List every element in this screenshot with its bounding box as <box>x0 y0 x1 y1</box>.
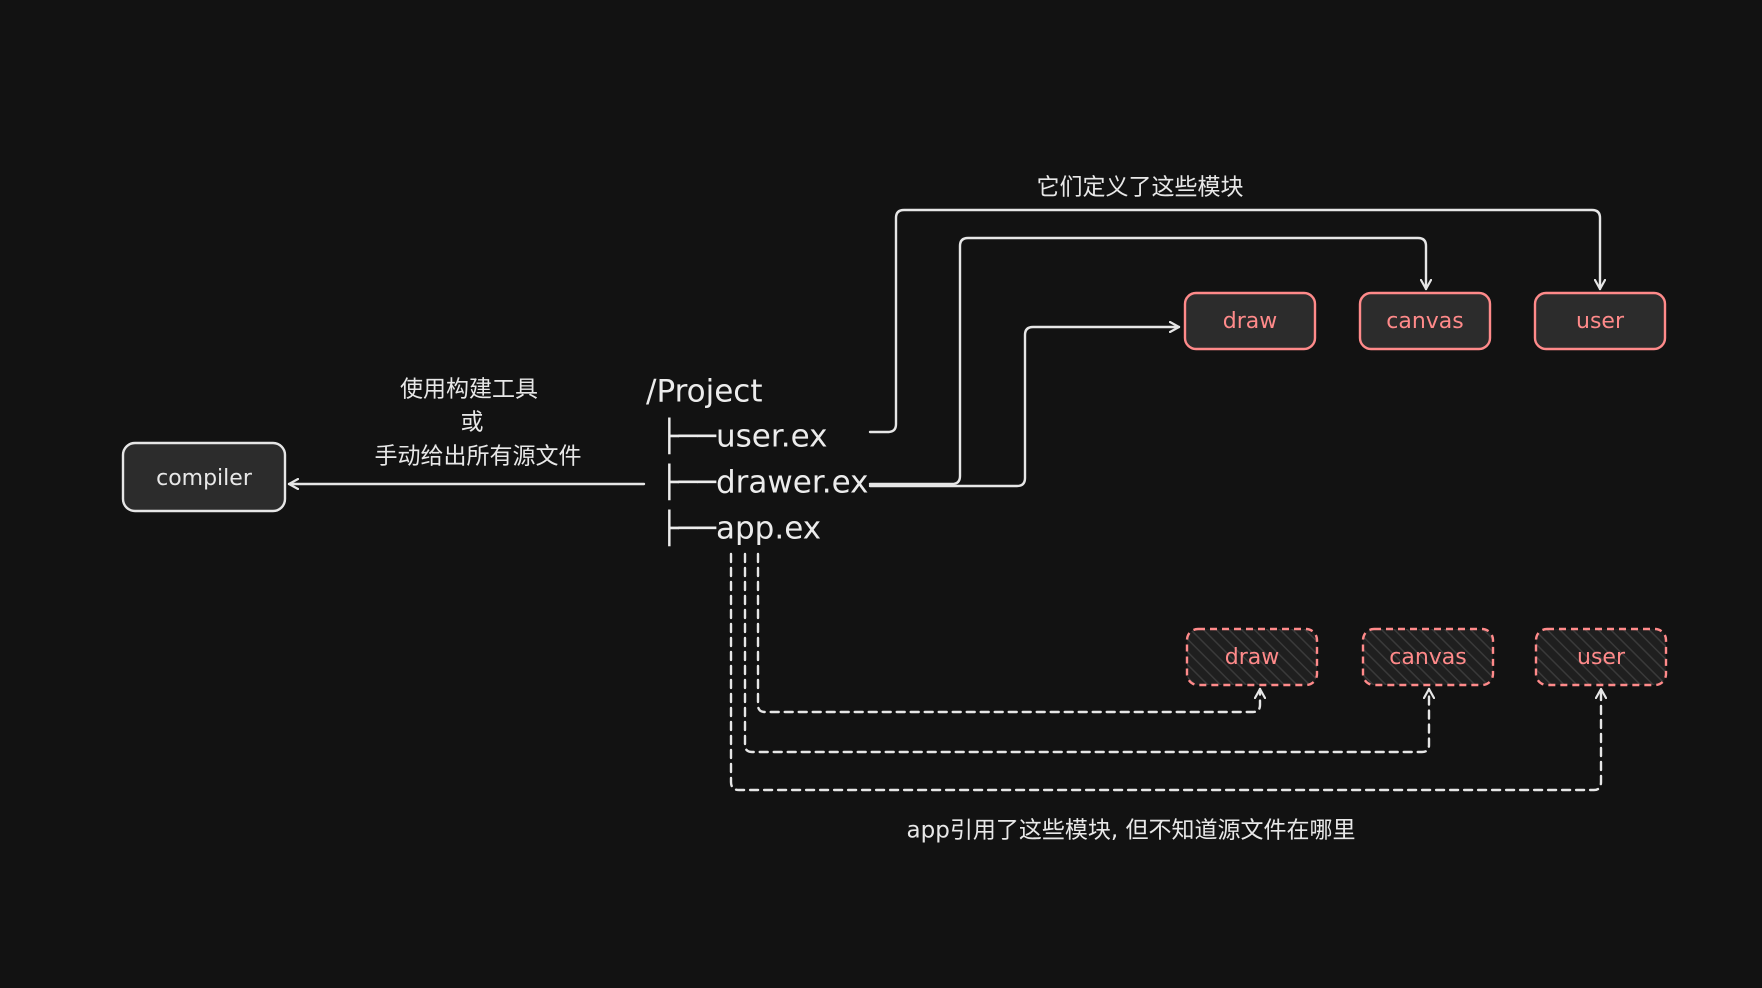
referenced-module-draw-label: draw <box>1225 645 1279 670</box>
compiler-node: compiler <box>121 441 287 513</box>
drawer-ex-to-canvas-module-arrow <box>868 236 1426 486</box>
defined-module-draw: draw <box>1183 291 1317 351</box>
referenced-module-user-box <box>1534 627 1668 687</box>
defined-module-user-label: user <box>1576 309 1625 334</box>
compiler-label: compiler <box>156 466 253 491</box>
compiler-box <box>121 441 287 513</box>
referenced-module-draw-box <box>1185 627 1319 687</box>
referenced-module-draw: draw <box>1185 627 1319 687</box>
defined-caption: 它们定义了这些模块 <box>1037 175 1244 201</box>
defined-module-canvas-label: canvas <box>1386 309 1463 334</box>
defined-module-draw-box <box>1183 291 1317 351</box>
build-note-line-1: 使用构建工具 <box>400 377 538 403</box>
app-ex-to-user-ref-arrow <box>729 552 1601 792</box>
drawer-ex-to-draw-module-arrow <box>868 327 1181 488</box>
file-app-ex: ├──app.ex <box>660 509 821 547</box>
file-drawer-ex: ├──drawer.ex <box>660 463 868 501</box>
referenced-module-canvas-label: canvas <box>1389 645 1466 670</box>
referenced-module-user-label: user <box>1577 645 1626 670</box>
project-tree: /Project ├──user.ex ├──drawer.ex ├──app.… <box>646 374 868 547</box>
referenced-caption: app引用了这些模块, 但不知道源文件在哪里 <box>907 818 1356 844</box>
defined-module-canvas-box <box>1358 291 1492 351</box>
defined-module-draw-label: draw <box>1223 309 1277 334</box>
defined-module-user: user <box>1533 291 1667 351</box>
project-root: /Project <box>646 374 763 410</box>
referenced-module-canvas-box <box>1361 627 1495 687</box>
app-ex-to-draw-ref-arrow <box>756 552 1260 714</box>
build-note-line-3: 手动给出所有源文件 <box>375 444 582 470</box>
file-user-ex: ├──user.ex <box>660 417 828 455</box>
app-ex-to-canvas-ref-arrow <box>743 552 1429 754</box>
build-note: 使用构建工具 或 手动给出所有源文件 <box>375 377 582 470</box>
user-ex-to-user-module-arrow <box>868 208 1600 434</box>
defined-module-canvas: canvas <box>1358 291 1492 351</box>
build-note-line-2: 或 <box>461 410 484 436</box>
referenced-module-canvas: canvas <box>1361 627 1495 687</box>
referenced-module-user: user <box>1534 627 1668 687</box>
defined-module-user-box <box>1533 291 1667 351</box>
